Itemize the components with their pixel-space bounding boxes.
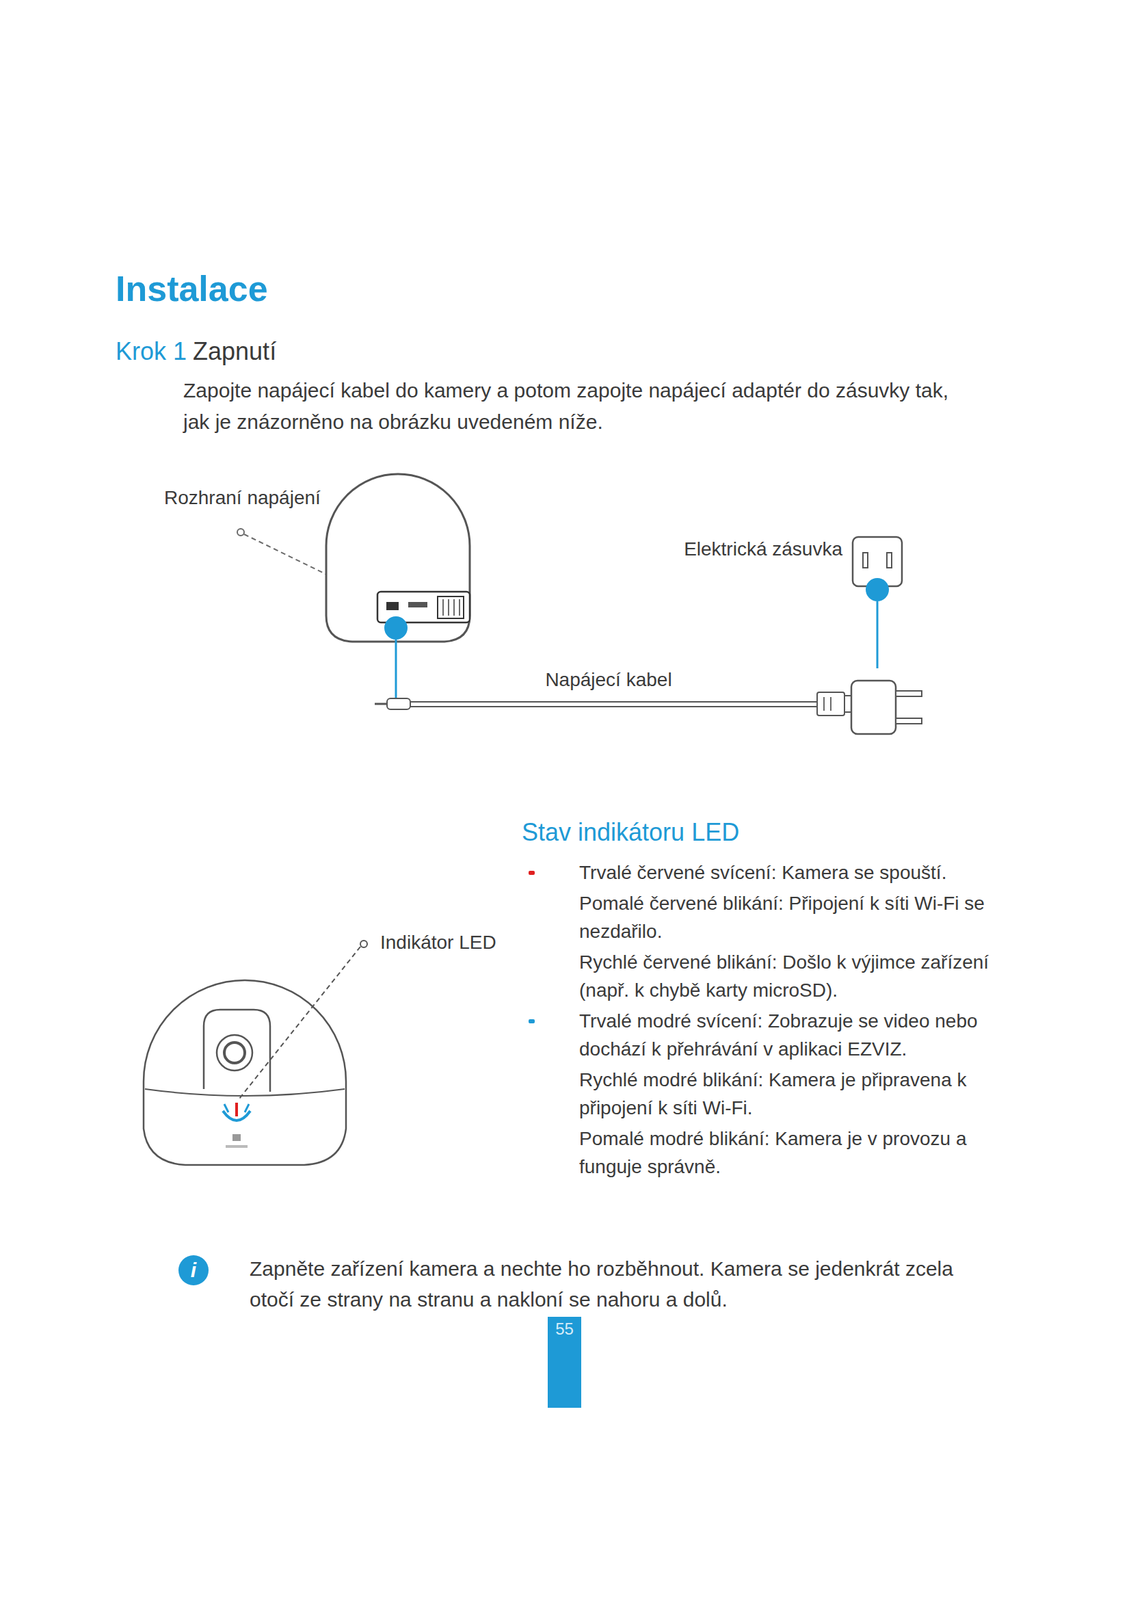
part-label: Elektrická zásuvka	[683, 538, 843, 561]
instruction-text: Zapojte napájecí kabel do kamery a potom…	[183, 374, 970, 438]
section-heading: Stav indikátoru LED	[521, 817, 740, 847]
page-number: 55	[547, 1319, 582, 1339]
power-illustration	[237, 473, 922, 734]
info-icon	[178, 1254, 209, 1285]
part-label: Napájecí kabel	[544, 668, 672, 691]
led-status: Rychlé modré blikání: Kamera je připrave…	[579, 1065, 990, 1122]
note-text: Zapněte zařízení kamera a nechte ho rozb…	[249, 1252, 975, 1315]
led-status: Pomalé červené blikání: Připojení k síti…	[579, 888, 990, 946]
info-icon-letter: i	[190, 1258, 197, 1282]
led-illustration	[143, 940, 368, 1165]
part-label: Rozhraní napájení	[164, 486, 321, 509]
led-status: Trvalé červené svícení: Kamera se spoušt…	[579, 858, 990, 887]
step-number: Krok 1	[115, 337, 187, 366]
status-bullet	[528, 1018, 535, 1023]
step-title: Zapnutí	[192, 337, 277, 366]
led-status: Rychlé červené blikání: Došlo k výjimce …	[579, 947, 990, 1004]
page-title: Instalace	[115, 268, 269, 310]
status-bullet	[528, 870, 535, 875]
part-label: Indikátor LED	[380, 931, 497, 954]
led-status: Trvalé modré svícení: Zobrazuje se video…	[579, 1006, 990, 1063]
page-number-bar: 55	[547, 1316, 582, 1408]
led-status: Pomalé modré blikání: Kamera je v provoz…	[579, 1124, 990, 1181]
